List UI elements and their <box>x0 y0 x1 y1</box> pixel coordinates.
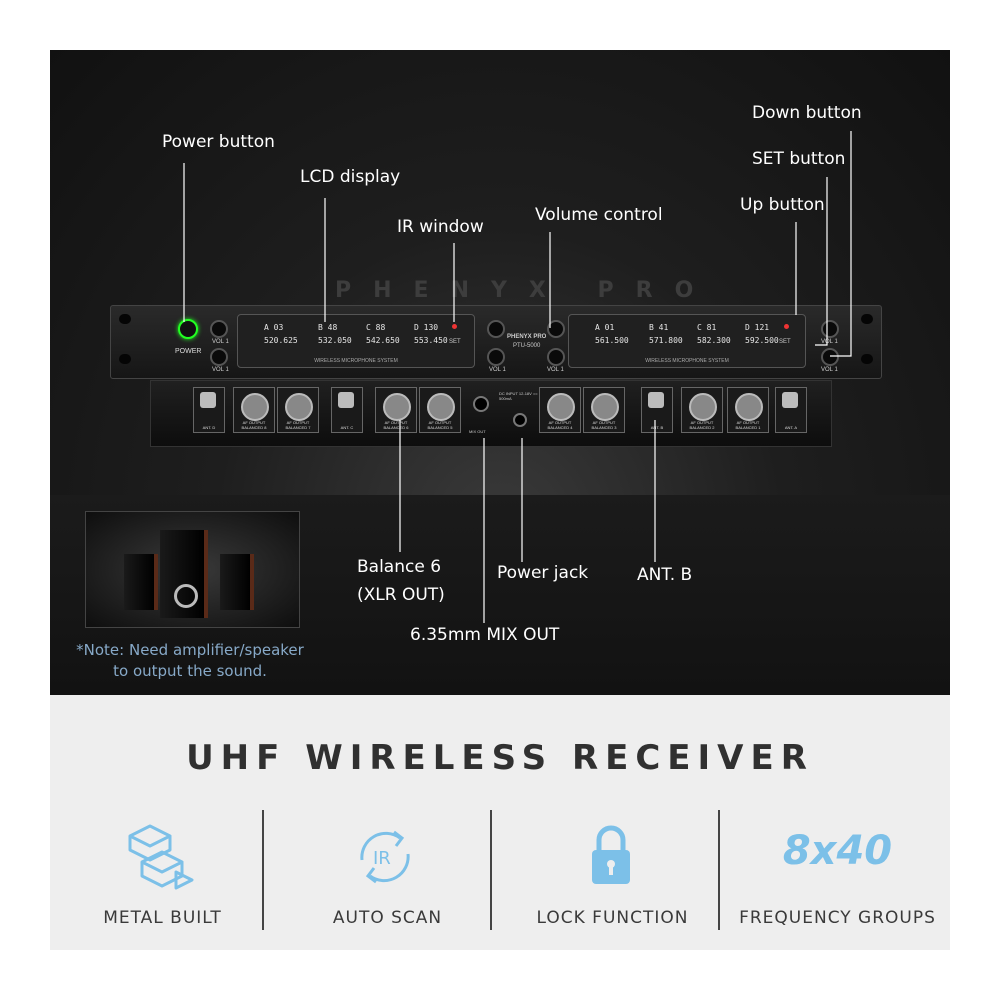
callout-power-jack: Power jack <box>497 563 589 583</box>
callout-balance6: Balance 6 <box>357 557 442 577</box>
xlr-output[interactable]: AF OUTPUT BALANCED 1 <box>727 387 769 433</box>
lcd-caption: WIRELESS MICROPHONE SYSTEM <box>645 358 729 364</box>
volume-knob[interactable] <box>210 348 228 366</box>
divider <box>262 810 264 930</box>
antenna-port[interactable]: ANT. B <box>641 387 673 433</box>
callout-mix-out: 6.35mm MIX OUT <box>410 625 560 645</box>
feature-row: METAL BUILT IR AUTO SCAN LOCK FUNCTION 8… <box>50 810 950 950</box>
volume-knob[interactable] <box>487 320 505 338</box>
feature-label: LOCK FUNCTION <box>536 908 689 928</box>
callout-volume-control: Volume control <box>535 205 663 225</box>
callout-line-set <box>815 177 828 346</box>
headline: UHF WIRELESS RECEIVER <box>186 738 814 778</box>
callout-ir-window: IR window <box>397 217 484 237</box>
feature-metal-built: METAL BUILT <box>50 810 275 950</box>
antenna-port[interactable]: ANT. D <box>193 387 225 433</box>
rack-ear-hole <box>861 354 873 364</box>
lcd-caption: WIRELESS MICROPHONE SYSTEM <box>314 358 398 364</box>
ir-window <box>784 324 789 329</box>
volume-knob[interactable] <box>547 348 565 366</box>
padlock-icon <box>592 825 630 884</box>
feature-section <box>50 695 950 950</box>
callout-balance6-sub: (XLR OUT) <box>357 585 445 605</box>
callout-set-button: SET button <box>752 149 846 169</box>
metal-bars-icon <box>128 824 194 890</box>
vol-label: VOL 1 <box>821 367 838 373</box>
xlr-output[interactable]: AF OUTPUT BALANCED 3 <box>583 387 625 433</box>
volume-knob[interactable] <box>487 348 505 366</box>
xlr-output[interactable]: AF OUTPUT BALANCED 2 <box>681 387 723 433</box>
power-button[interactable] <box>178 319 198 339</box>
callout-up-button: Up button <box>740 195 825 215</box>
volume-knob[interactable] <box>821 320 839 338</box>
xlr-output[interactable]: AF OUTPUT BALANCED 7 <box>277 387 319 433</box>
feature-lock: LOCK FUNCTION <box>500 810 725 950</box>
mix-out-label: MIX OUT <box>469 429 486 434</box>
subwoofer <box>160 530 208 618</box>
volume-knob[interactable] <box>210 320 228 338</box>
xlr-output[interactable]: AF OUTPUT BALANCED 8 <box>233 387 275 433</box>
set-label: SET <box>779 339 791 345</box>
rack-ear-hole <box>861 314 873 324</box>
svg-text:IR: IR <box>373 848 391 869</box>
volume-knob[interactable] <box>547 320 565 338</box>
brand-watermark: PHENYX PRO <box>335 278 716 303</box>
xlr-output[interactable]: AF OUTPUT BALANCED 5 <box>419 387 461 433</box>
vol-label: VOL 1 <box>212 367 229 373</box>
rack-ear-hole <box>119 354 131 364</box>
speaker-right <box>220 554 254 610</box>
mix-out-jack[interactable] <box>473 396 489 412</box>
divider <box>490 810 492 930</box>
power-label: POWER <box>175 348 202 355</box>
callout-ant-b: ANT. B <box>637 565 693 585</box>
antenna-port[interactable]: ANT. A <box>775 387 807 433</box>
set-label: SET <box>449 339 461 345</box>
callout-lcd-display: LCD display <box>300 167 401 187</box>
amplifier-note: *Note: Need amplifier/speaker to output … <box>76 641 304 680</box>
power-jack[interactable] <box>513 413 527 427</box>
receiver-rear-panel: ANT. D AF OUTPUT BALANCED 8 AF OUTPUT BA… <box>150 380 832 447</box>
feature-label: FREQUENCY GROUPS <box>739 908 936 928</box>
callout-down-button: Down button <box>752 103 862 123</box>
rack-ear-hole <box>119 314 131 324</box>
feature-auto-scan: IR AUTO SCAN <box>275 810 500 950</box>
device-brand: PHENYX PRO <box>507 334 547 340</box>
vol-label: VOL 1 <box>212 339 229 345</box>
vol-label: VOL 1 <box>489 367 506 373</box>
ir-scan-icon: IR <box>360 830 410 884</box>
frequency-groups-number: 8x40 <box>782 828 893 874</box>
vol-label: VOL 1 <box>547 367 564 373</box>
ir-window <box>452 324 457 329</box>
speaker-left <box>124 554 158 610</box>
device-model: PTU-5000 <box>513 343 541 349</box>
callout-power-button: Power button <box>162 132 275 152</box>
callout-line-down <box>830 131 852 357</box>
divider <box>718 810 720 930</box>
antenna-port[interactable]: ANT. C <box>331 387 363 433</box>
feature-label: METAL BUILT <box>103 908 222 928</box>
xlr-output[interactable]: AF OUTPUT BALANCED 4 <box>539 387 581 433</box>
volume-knob[interactable] <box>821 348 839 366</box>
vol-label: VOL 1 <box>821 339 838 345</box>
feature-label: AUTO SCAN <box>332 908 443 928</box>
feature-frequency-groups: 8x40 FREQUENCY GROUPS <box>725 810 950 950</box>
xlr-output[interactable]: AF OUTPUT BALANCED 6 <box>375 387 417 433</box>
speaker-thumbnail <box>85 511 300 628</box>
dc-input-label: DC INPUT 12-18V == 500mA <box>499 391 538 401</box>
